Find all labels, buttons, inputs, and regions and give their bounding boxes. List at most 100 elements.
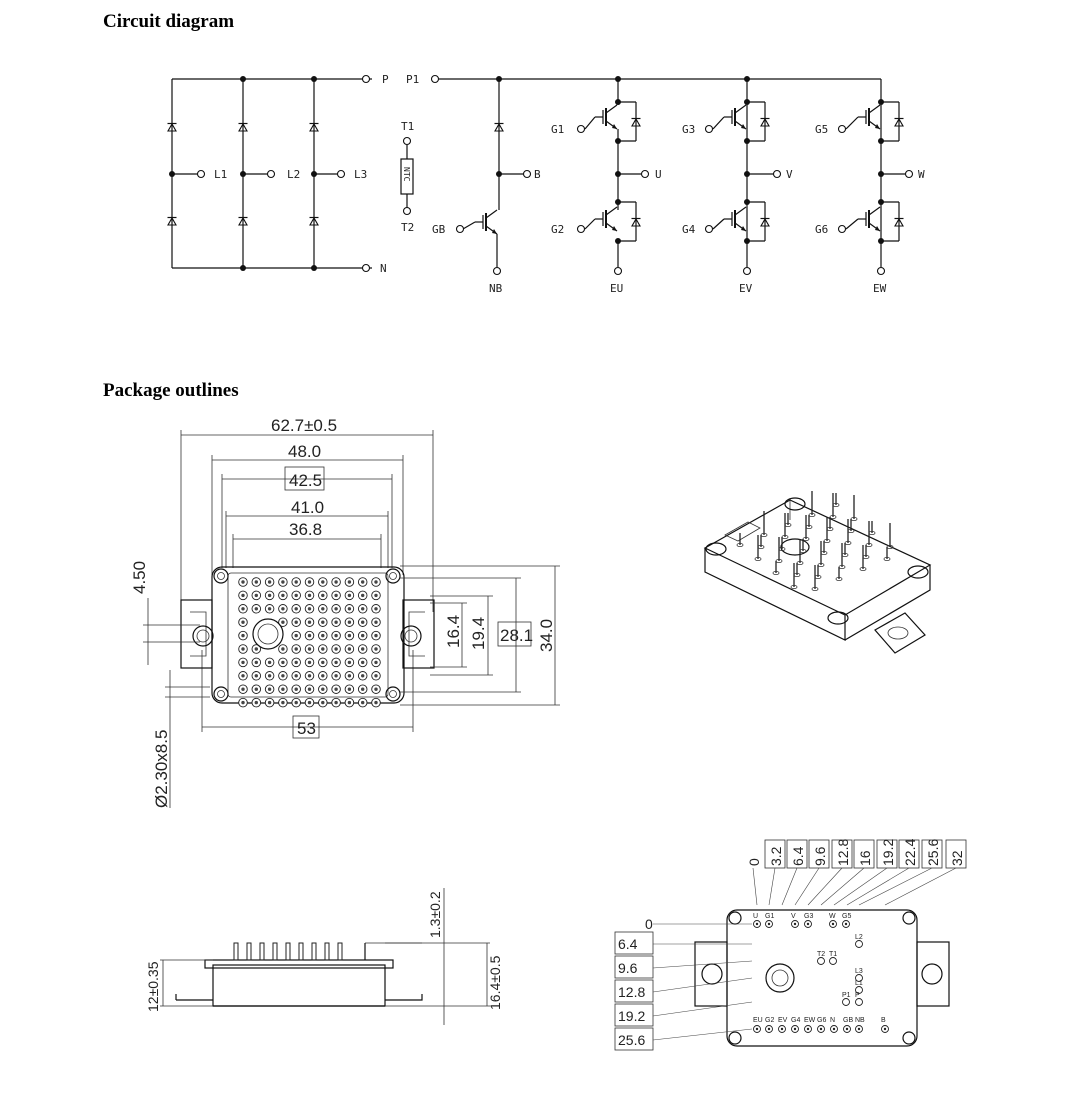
pin-hole-center (334, 607, 338, 611)
side-pin (233, 942, 239, 961)
pin-hole-center (294, 660, 298, 665)
pin-hole-center (374, 620, 378, 624)
top-dim-label: 25.6 (925, 839, 941, 866)
dim-19-4: 19.4 (469, 617, 488, 650)
pin-label: G5 (842, 913, 851, 920)
side-pin (285, 942, 291, 961)
side-pin (272, 942, 278, 961)
dim-53: 53 (297, 719, 316, 738)
pin-pad-center (844, 922, 848, 926)
leader-line (768, 867, 776, 906)
pin-pad-center (767, 1027, 771, 1031)
pin-hole-center (334, 580, 338, 584)
pin-hole-center (254, 647, 258, 651)
pin-label: EV (778, 1017, 788, 1024)
pin-pad-center (831, 922, 835, 926)
pin-label: P (855, 992, 860, 999)
top-dim-label: 9.6 (812, 846, 828, 866)
pin-pad-center (780, 1027, 784, 1031)
pin-hole-center (281, 674, 285, 678)
label-L3: L3 (354, 168, 367, 181)
label-T1: T1 (401, 120, 414, 133)
top-dim-label: 32 (949, 850, 965, 866)
pin-hole-center (294, 700, 298, 705)
dim-34: 34.0 (537, 619, 556, 652)
pin-hole-center (321, 687, 325, 691)
pin-hole-center (361, 607, 365, 611)
pin-label: G3 (804, 913, 813, 920)
pin-hole-center (361, 593, 365, 598)
label-NTC: NTC (402, 167, 411, 182)
pin-hole-center (374, 700, 378, 705)
pin-hole-center (307, 700, 312, 705)
pin-hole-center (374, 647, 378, 651)
pin-pad (842, 998, 850, 1006)
inverter-leg-u: G1 U G2 EU (551, 79, 662, 295)
label-G5: G5 (815, 123, 828, 136)
pin-label: L1 (855, 980, 863, 987)
dim-box (614, 931, 654, 955)
label-G2: G2 (551, 223, 564, 236)
pin-hole-center (307, 647, 312, 651)
pin-pad-center (767, 922, 771, 926)
pin-hole-center (267, 607, 272, 611)
label-W: W (918, 168, 925, 181)
side-pin (298, 942, 304, 961)
pin-pad-center (793, 1027, 797, 1031)
package-top-view: 62.7±0.5 48.0 42.5 41.0 36.8 53 (130, 416, 560, 808)
side-pin (337, 942, 343, 961)
pin-pad-center (806, 1027, 810, 1031)
label-GB: GB (432, 223, 446, 236)
leader-line (652, 977, 753, 993)
top-dim-label: 0 (746, 858, 762, 866)
label-U: U (655, 168, 662, 181)
pin-hole-center (374, 633, 378, 638)
pin-pad-center (755, 922, 759, 926)
pin-pad-center (845, 1027, 849, 1031)
pin-hole-center (254, 580, 258, 584)
pin-label: W (829, 913, 836, 920)
pin-3d-base (736, 543, 744, 548)
dim-48: 48.0 (288, 442, 321, 461)
dim-box (614, 1027, 654, 1051)
pin-hole-center (254, 660, 258, 665)
pin-hole-center (374, 674, 378, 678)
pin-hole-center (321, 633, 325, 638)
brake-chopper: B GB NB (432, 79, 541, 295)
label-N: N (380, 262, 387, 275)
leader-line (807, 867, 843, 906)
pin-hole-center (281, 580, 285, 584)
pin-hole-center (334, 700, 338, 705)
pin-hole-center (307, 580, 312, 584)
left-dim-label: 9.6 (618, 960, 638, 976)
pin-pad (855, 940, 863, 948)
circuit-diagram: L1 L2 L3 P N T1 T2 NTC P1 (166, 73, 925, 295)
pin-hole-center (347, 620, 352, 624)
pin-hole-center (334, 674, 338, 678)
pin-hole-center (254, 687, 258, 691)
pin-3d-base (859, 567, 867, 572)
pin-hole-center (294, 647, 298, 651)
pin-hole-center (321, 607, 325, 611)
pin-pad-center (755, 1027, 759, 1031)
pin-hole-center (307, 593, 312, 598)
pin-hole-center (254, 593, 258, 598)
pin-hole-center (267, 674, 272, 678)
left-dim-label: 6.4 (618, 936, 638, 952)
pin-hole-center (254, 700, 258, 705)
pin-hole-center (241, 593, 245, 598)
left-dimensions: 06.49.612.819.225.6 (614, 916, 753, 1051)
pin-hole-center (321, 620, 325, 624)
pin-label: L3 (855, 968, 863, 975)
side-pin (259, 942, 265, 961)
pin-hole-center (267, 580, 272, 584)
pin-label: T2 (817, 951, 825, 958)
pin-label: EW (804, 1017, 816, 1024)
pin-3d-base (883, 557, 891, 562)
leader-line (752, 867, 758, 906)
leader-line (794, 867, 820, 906)
dim-12: 12±0.35 (145, 961, 161, 1012)
